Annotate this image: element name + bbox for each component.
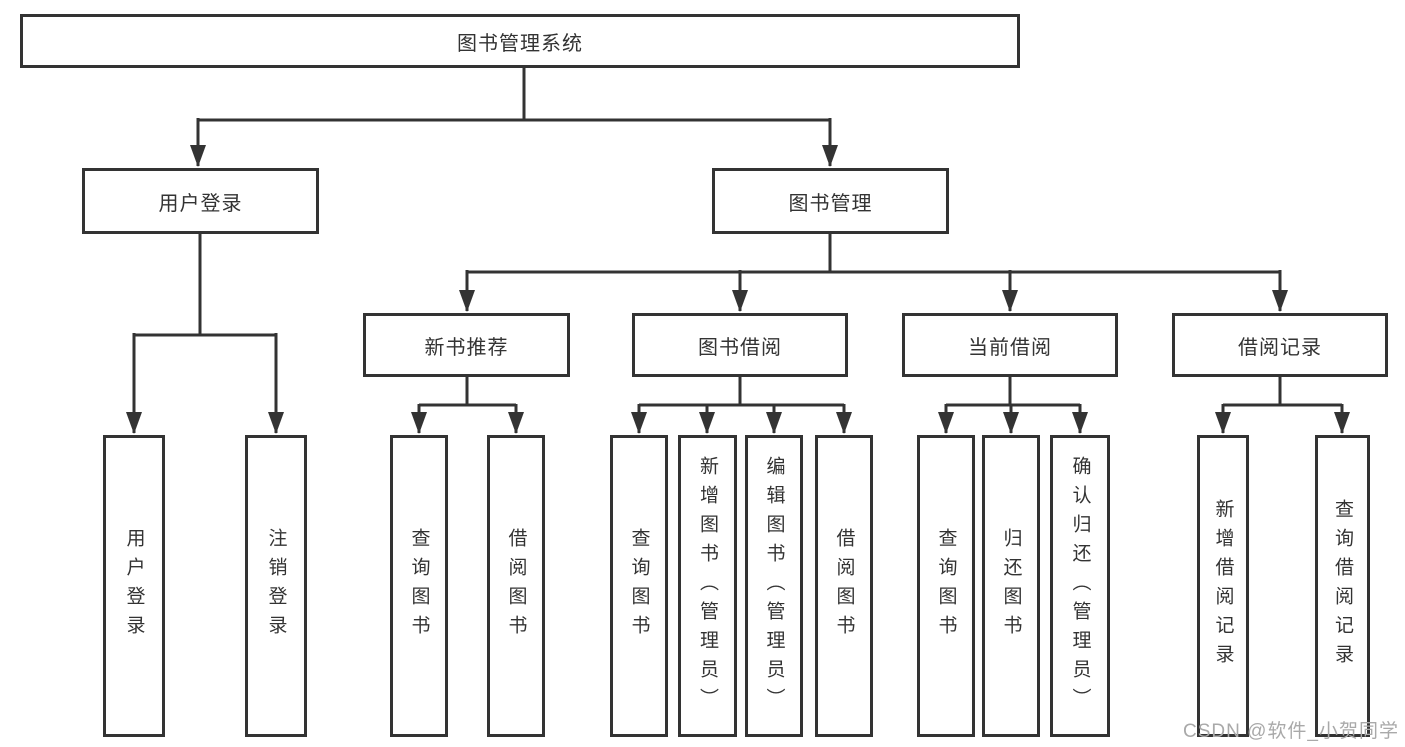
leaf-logout-label: 注销登录 xyxy=(265,528,287,644)
leaf-confirm-return-admin-label: 确认归还（管理员） xyxy=(1069,455,1091,717)
leaf-query-books-borrowing-label: 查询图书 xyxy=(628,528,650,644)
leaf-user-login-label: 用户登录 xyxy=(123,528,145,644)
leaf-logout: 注销登录 xyxy=(245,435,307,737)
leaf-query-books-current: 查询图书 xyxy=(917,435,975,737)
node-book-management: 图书管理 xyxy=(712,168,949,234)
leaf-return-books-label: 归还图书 xyxy=(1000,528,1022,644)
node-user-login: 用户登录 xyxy=(82,168,319,234)
leaf-user-login: 用户登录 xyxy=(103,435,165,737)
node-new-book-recommend: 新书推荐 xyxy=(363,313,570,377)
leaf-query-books-recommend: 查询图书 xyxy=(390,435,448,737)
csdn-watermark: CSDN @软件_小贺同学 xyxy=(1183,721,1399,742)
node-current-borrowing: 当前借阅 xyxy=(902,313,1118,377)
leaf-borrow-books: 借阅图书 xyxy=(815,435,873,737)
leaf-borrow-books-recommend: 借阅图书 xyxy=(487,435,545,737)
leaf-add-borrow-record: 新增借阅记录 xyxy=(1197,435,1249,737)
leaf-query-borrow-record: 查询借阅记录 xyxy=(1315,435,1370,737)
leaf-confirm-return-admin: 确认归还（管理员） xyxy=(1050,435,1110,737)
leaf-query-books-recommend-label: 查询图书 xyxy=(408,528,430,644)
node-library-system: 图书管理系统 xyxy=(20,14,1020,68)
leaf-add-books-admin: 新增图书（管理员） xyxy=(678,435,737,737)
leaf-borrow-books-recommend-label: 借阅图书 xyxy=(505,528,527,644)
leaf-edit-books-admin-label: 编辑图书（管理员） xyxy=(763,455,785,717)
leaf-edit-books-admin: 编辑图书（管理员） xyxy=(745,435,803,737)
leaf-query-books-current-label: 查询图书 xyxy=(935,528,957,644)
leaf-return-books: 归还图书 xyxy=(982,435,1040,737)
leaf-add-borrow-record-label: 新增借阅记录 xyxy=(1212,499,1234,673)
leaf-query-books-borrowing: 查询图书 xyxy=(610,435,668,737)
leaf-query-borrow-record-label: 查询借阅记录 xyxy=(1332,499,1353,673)
leaf-add-books-admin-label: 新增图书（管理员） xyxy=(697,455,718,717)
node-book-borrowing: 图书借阅 xyxy=(632,313,848,377)
node-borrow-records: 借阅记录 xyxy=(1172,313,1388,377)
leaf-borrow-books-label: 借阅图书 xyxy=(833,528,855,644)
